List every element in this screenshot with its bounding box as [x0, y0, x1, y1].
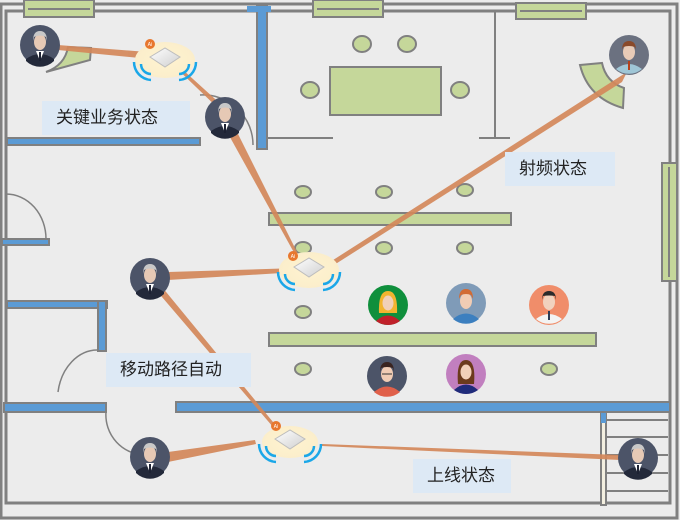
- user-avatar-icon[interactable]: [20, 25, 60, 67]
- user-avatar-icon[interactable]: [609, 35, 649, 75]
- access-point-icon: [274, 429, 306, 450]
- user-avatar-icon[interactable]: [446, 283, 486, 324]
- access-point-1[interactable]: Ai: [132, 39, 198, 82]
- ai-badge-text: Ai: [274, 424, 279, 430]
- ai-badge-text: Ai: [148, 42, 153, 48]
- label-roaming: 移动路径自动: [106, 353, 251, 387]
- ai-badge-icon: [288, 251, 298, 261]
- label-critical-business: 关键业务状态: [42, 101, 190, 135]
- label-online-status: 上线状态: [413, 459, 511, 493]
- ai-badge-icon: [145, 39, 155, 49]
- access-point-3[interactable]: Ai: [257, 421, 323, 464]
- access-point-icon: [293, 257, 325, 278]
- label-rf-status: 射频状态: [505, 152, 615, 186]
- link-rf: [330, 72, 627, 265]
- user-avatar-icon[interactable]: [368, 285, 408, 325]
- wifi-signal-icon: [276, 271, 342, 292]
- link-online-1: [168, 440, 256, 462]
- ai-badge-icon: [271, 421, 281, 431]
- access-point-icon: [149, 47, 181, 68]
- user-avatar-icon[interactable]: [367, 356, 407, 397]
- ai-badge-text: Ai: [291, 254, 296, 260]
- user-avatar-icon[interactable]: [205, 97, 245, 139]
- windows: [23, 0, 678, 282]
- wifi-signal-icon: [132, 61, 198, 82]
- furniture: [45, 35, 626, 376]
- link-critical-3: [226, 128, 300, 258]
- wifi-signal-icon: [257, 443, 323, 464]
- link-online-2: [322, 444, 620, 460]
- user-avatar-icon[interactable]: [446, 354, 486, 394]
- user-avatar-icon[interactable]: [130, 258, 170, 300]
- access-point-2[interactable]: Ai: [276, 251, 342, 292]
- user-avatar-icon[interactable]: [130, 437, 170, 479]
- user-avatar-icon[interactable]: [618, 438, 658, 480]
- user-avatar-icon[interactable]: [529, 285, 569, 325]
- link-roaming-1: [168, 268, 298, 280]
- link-critical-1: [58, 45, 160, 60]
